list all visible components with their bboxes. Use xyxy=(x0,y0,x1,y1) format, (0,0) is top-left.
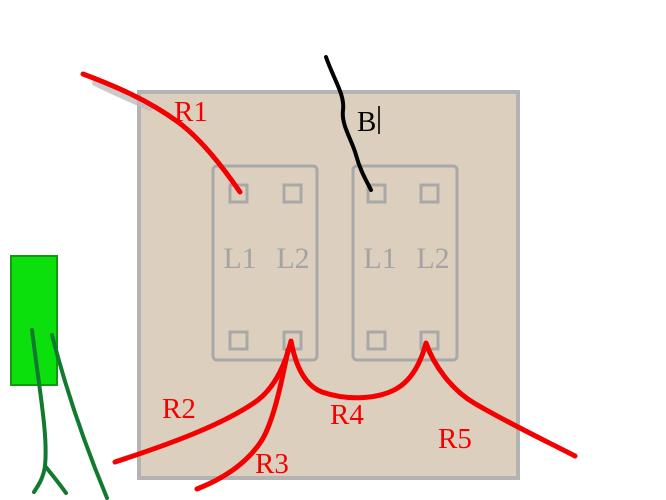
lead-wire-right xyxy=(50,333,109,500)
label-r5: R5 xyxy=(438,423,472,455)
terminal-block-right: L1 L2 xyxy=(351,164,459,362)
probe-body xyxy=(10,255,58,386)
terminal-square xyxy=(228,330,249,351)
terminal-label-l1: L1 xyxy=(223,242,256,275)
lead-wire-left xyxy=(30,328,48,494)
panel-body xyxy=(137,90,520,480)
terminal-block-outline xyxy=(211,164,319,362)
terminal-square xyxy=(228,183,249,204)
terminal-square xyxy=(282,183,303,204)
terminal-label-l2: L2 xyxy=(416,242,449,275)
clip-hook xyxy=(43,464,68,495)
r2-r4-r5-lead-line xyxy=(112,338,578,465)
gray-smudge xyxy=(92,80,153,111)
label-r2: R2 xyxy=(162,393,196,425)
terminal-block-outline xyxy=(351,164,459,362)
terminal-block-left: L1 L2 xyxy=(211,164,319,362)
label-r1: R1 xyxy=(174,96,208,128)
r3-lead-line xyxy=(194,347,291,492)
label-r4: R4 xyxy=(330,399,364,431)
r1-lead-line xyxy=(80,71,243,195)
terminal-square xyxy=(366,183,387,204)
terminal-square xyxy=(366,330,387,351)
label-r3: R3 xyxy=(255,448,289,480)
label-b: B xyxy=(357,106,376,138)
terminal-square xyxy=(419,183,440,204)
b-lead-line xyxy=(324,55,373,192)
terminal-label-l2: L2 xyxy=(276,242,309,275)
green-probe xyxy=(10,255,109,500)
terminal-label-l1: L1 xyxy=(363,242,396,275)
